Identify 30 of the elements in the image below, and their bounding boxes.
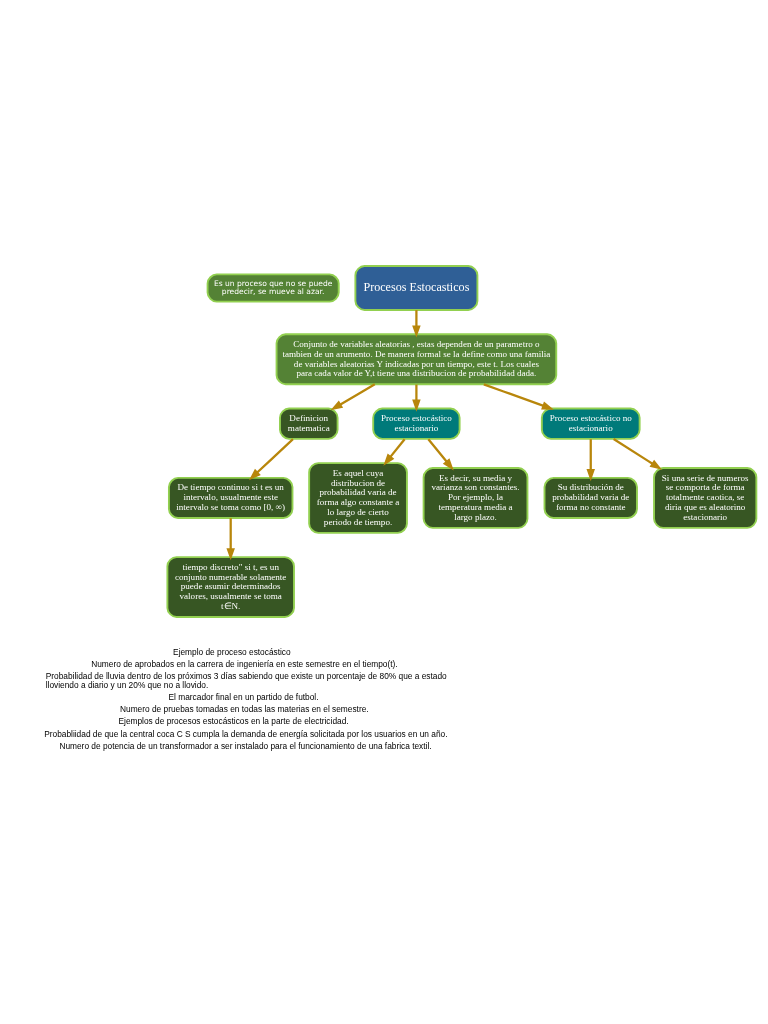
arrow: [412, 384, 421, 412]
node-box: tiempo discreto" si t, es un conjunto numerable solamente puede asumir determinados valores, usualmente se toma t∈N.: [166, 556, 295, 618]
label: Probabliidad de que la central coca C S cumpla la demanda de energía solicitada por los usuarios en un año.: [44, 728, 448, 739]
label: Numero de pruebas tomadas en todas las materias en el semestre.: [120, 704, 369, 715]
node-box: Es aquel cuya distribucion de probabilidad varia de forma algo constante a lo largo de cierto periodo de tiempo.: [308, 462, 408, 534]
node-box: Definicion matematica: [279, 407, 339, 440]
label: El marcador final en un partido de futbol.: [168, 692, 319, 703]
node-box: Es un proceso que no se puede predecir, se mueve al azar.: [206, 273, 340, 303]
arrow: [249, 438, 294, 481]
arrow: [427, 438, 454, 471]
label: Ejemplos de procesos estocásticos en la parte de electricidad.: [118, 716, 349, 727]
label: Numero de potencia de un transformador a ser instalado para el funcionamiento de una fabrica textil.: [59, 740, 432, 751]
node-box: Conjunto de variables aleatorias , estas dependen de un parametro o tambien de un arumento. De manera formal se la define como una familia de variables aleatorias Y indicadas por un tiempo, este t. Los cuales para cada valor de Y,t tiene una distribucion de probabilidad dada.: [275, 333, 558, 386]
arrow: [383, 438, 406, 466]
node-box: De tiempo continuo si t es un intervalo, usualmente este intervalo se toma como [0, ∞): [167, 476, 294, 519]
arrow: [483, 383, 554, 410]
node-box: Proceso estocástico no estacionario: [540, 407, 641, 440]
label: Numero de aprobados en la carrera de ingeniería en este semestre en el tiempo(t).: [91, 658, 398, 669]
arrow: [613, 438, 663, 470]
arrow: [226, 518, 235, 561]
arrow: [586, 439, 595, 482]
label: Probabilidad de lluvia dentro de los próximos 3 días sabiendo que existe un porcentaje de 80% que a estado lloviendo a diario y un 20% que no a llovido.: [45, 670, 447, 691]
node-box: Procesos Estocasticos: [354, 265, 479, 311]
label: Ejemplo de proceso estocástico: [173, 646, 291, 657]
arrow: [330, 383, 376, 411]
node-box: Es decir, su media y varianza son constantes. Por ejemplo, la temperatura media a largo plazo.: [422, 467, 529, 529]
node-box: Si una serie de numeros se comporta de forma totalmente caotica, se diria que es aleatorino estacionario: [653, 467, 758, 529]
node-box: Su distribución de probabilidad varia de forma no constante: [543, 476, 638, 519]
arrow: [412, 310, 421, 338]
node-box: Proceso estocástico estacionario: [372, 407, 461, 440]
